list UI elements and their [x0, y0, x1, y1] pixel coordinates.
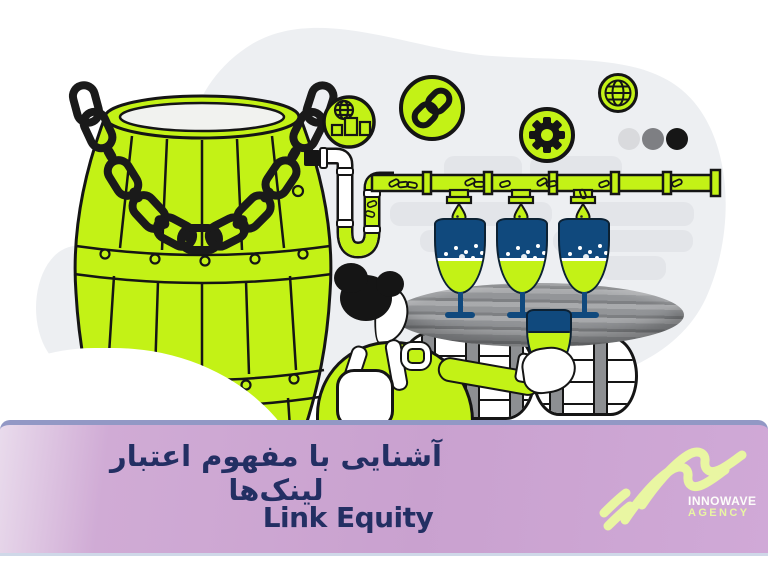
glass-liquid	[498, 258, 546, 292]
pipe-chain-doodles	[364, 200, 378, 218]
backpack-handle	[402, 343, 430, 369]
innowave-logo: INNOWAVE AGENCY	[598, 433, 762, 549]
logo-line1: INNOWAVE	[688, 494, 757, 508]
wine-glass	[558, 218, 610, 324]
glass-base	[445, 312, 475, 318]
barrel-rivets-1	[99, 184, 309, 267]
barrel-top-inner	[118, 101, 286, 133]
person-hair-curl	[376, 271, 404, 297]
splash-dots	[444, 252, 448, 256]
glass-bowl	[558, 218, 610, 294]
person-hair-bun	[334, 263, 368, 293]
glass-base	[569, 312, 599, 318]
logo-wave-icon	[599, 447, 747, 531]
title-banner: آشنایی با مفهوم اعتبار لینک‌ها Link Equi…	[0, 420, 768, 553]
dot-light	[618, 128, 640, 150]
banner-title-english: Link Equity	[262, 501, 434, 534]
wine-glass	[434, 218, 486, 324]
drop-dots	[456, 215, 583, 218]
chain	[68, 81, 338, 254]
barrel-hoop	[593, 339, 608, 413]
lime-pipe	[370, 168, 722, 225]
barrel-staves-mid	[106, 275, 298, 376]
glass-bowl	[434, 218, 486, 294]
chain-link-icon	[399, 75, 465, 141]
banner-title-farsi: آشنایی با مفهوم اعتبار لینک‌ها	[110, 439, 442, 507]
logo-text: INNOWAVE AGENCY	[688, 495, 756, 519]
glass-liquid	[436, 258, 484, 292]
analytics-globe-icon	[322, 95, 376, 149]
logo-line2: AGENCY	[688, 506, 750, 519]
lime-pipe-chain-doodles	[388, 177, 683, 200]
glass-bowl	[496, 218, 548, 294]
bg-text-bar	[600, 256, 666, 280]
wine-glass	[496, 218, 548, 324]
barrel-spout	[304, 150, 320, 166]
glass-stem	[519, 292, 525, 314]
side-barrel	[532, 336, 638, 416]
splash-dots	[568, 252, 572, 256]
globe-icon	[598, 73, 638, 113]
splash-dots	[506, 252, 510, 256]
person	[310, 263, 600, 437]
glass-stem	[457, 292, 463, 314]
glass-liquid	[560, 258, 608, 292]
gear-icon	[519, 107, 575, 163]
glass-base	[507, 312, 537, 318]
dot-dark	[666, 128, 688, 150]
dot-mid	[642, 128, 664, 150]
glass-stem	[581, 292, 587, 314]
